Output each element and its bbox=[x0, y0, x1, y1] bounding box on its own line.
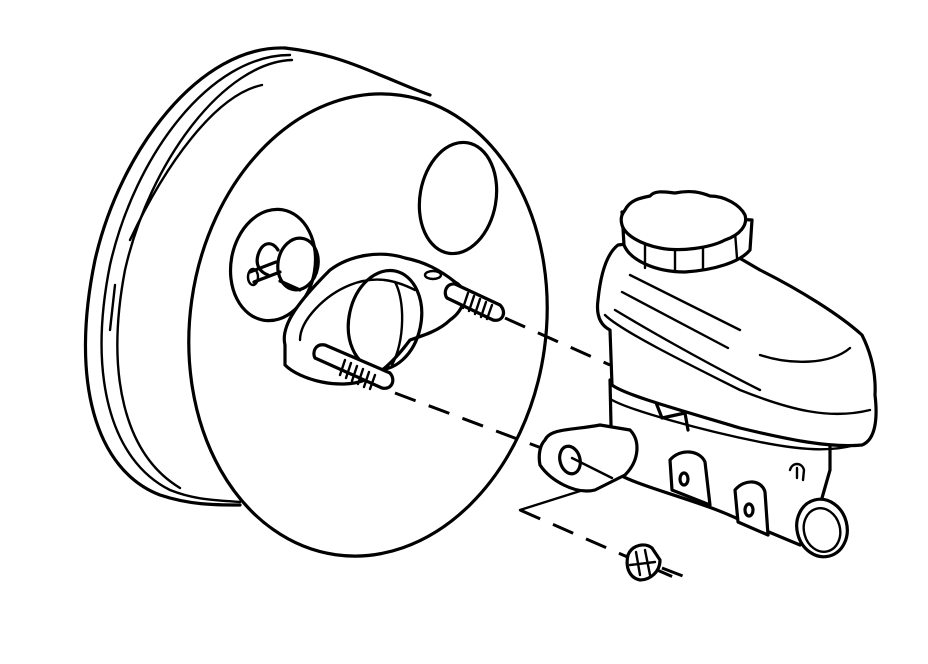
master-cylinder bbox=[537, 378, 849, 559]
booster-mounting-studs bbox=[312, 282, 506, 391]
mounting-nut bbox=[625, 543, 689, 582]
brake-booster bbox=[83, 46, 549, 558]
reservoir-cap bbox=[619, 189, 754, 274]
check-valve bbox=[246, 236, 320, 292]
fluid-reservoir bbox=[595, 233, 878, 451]
